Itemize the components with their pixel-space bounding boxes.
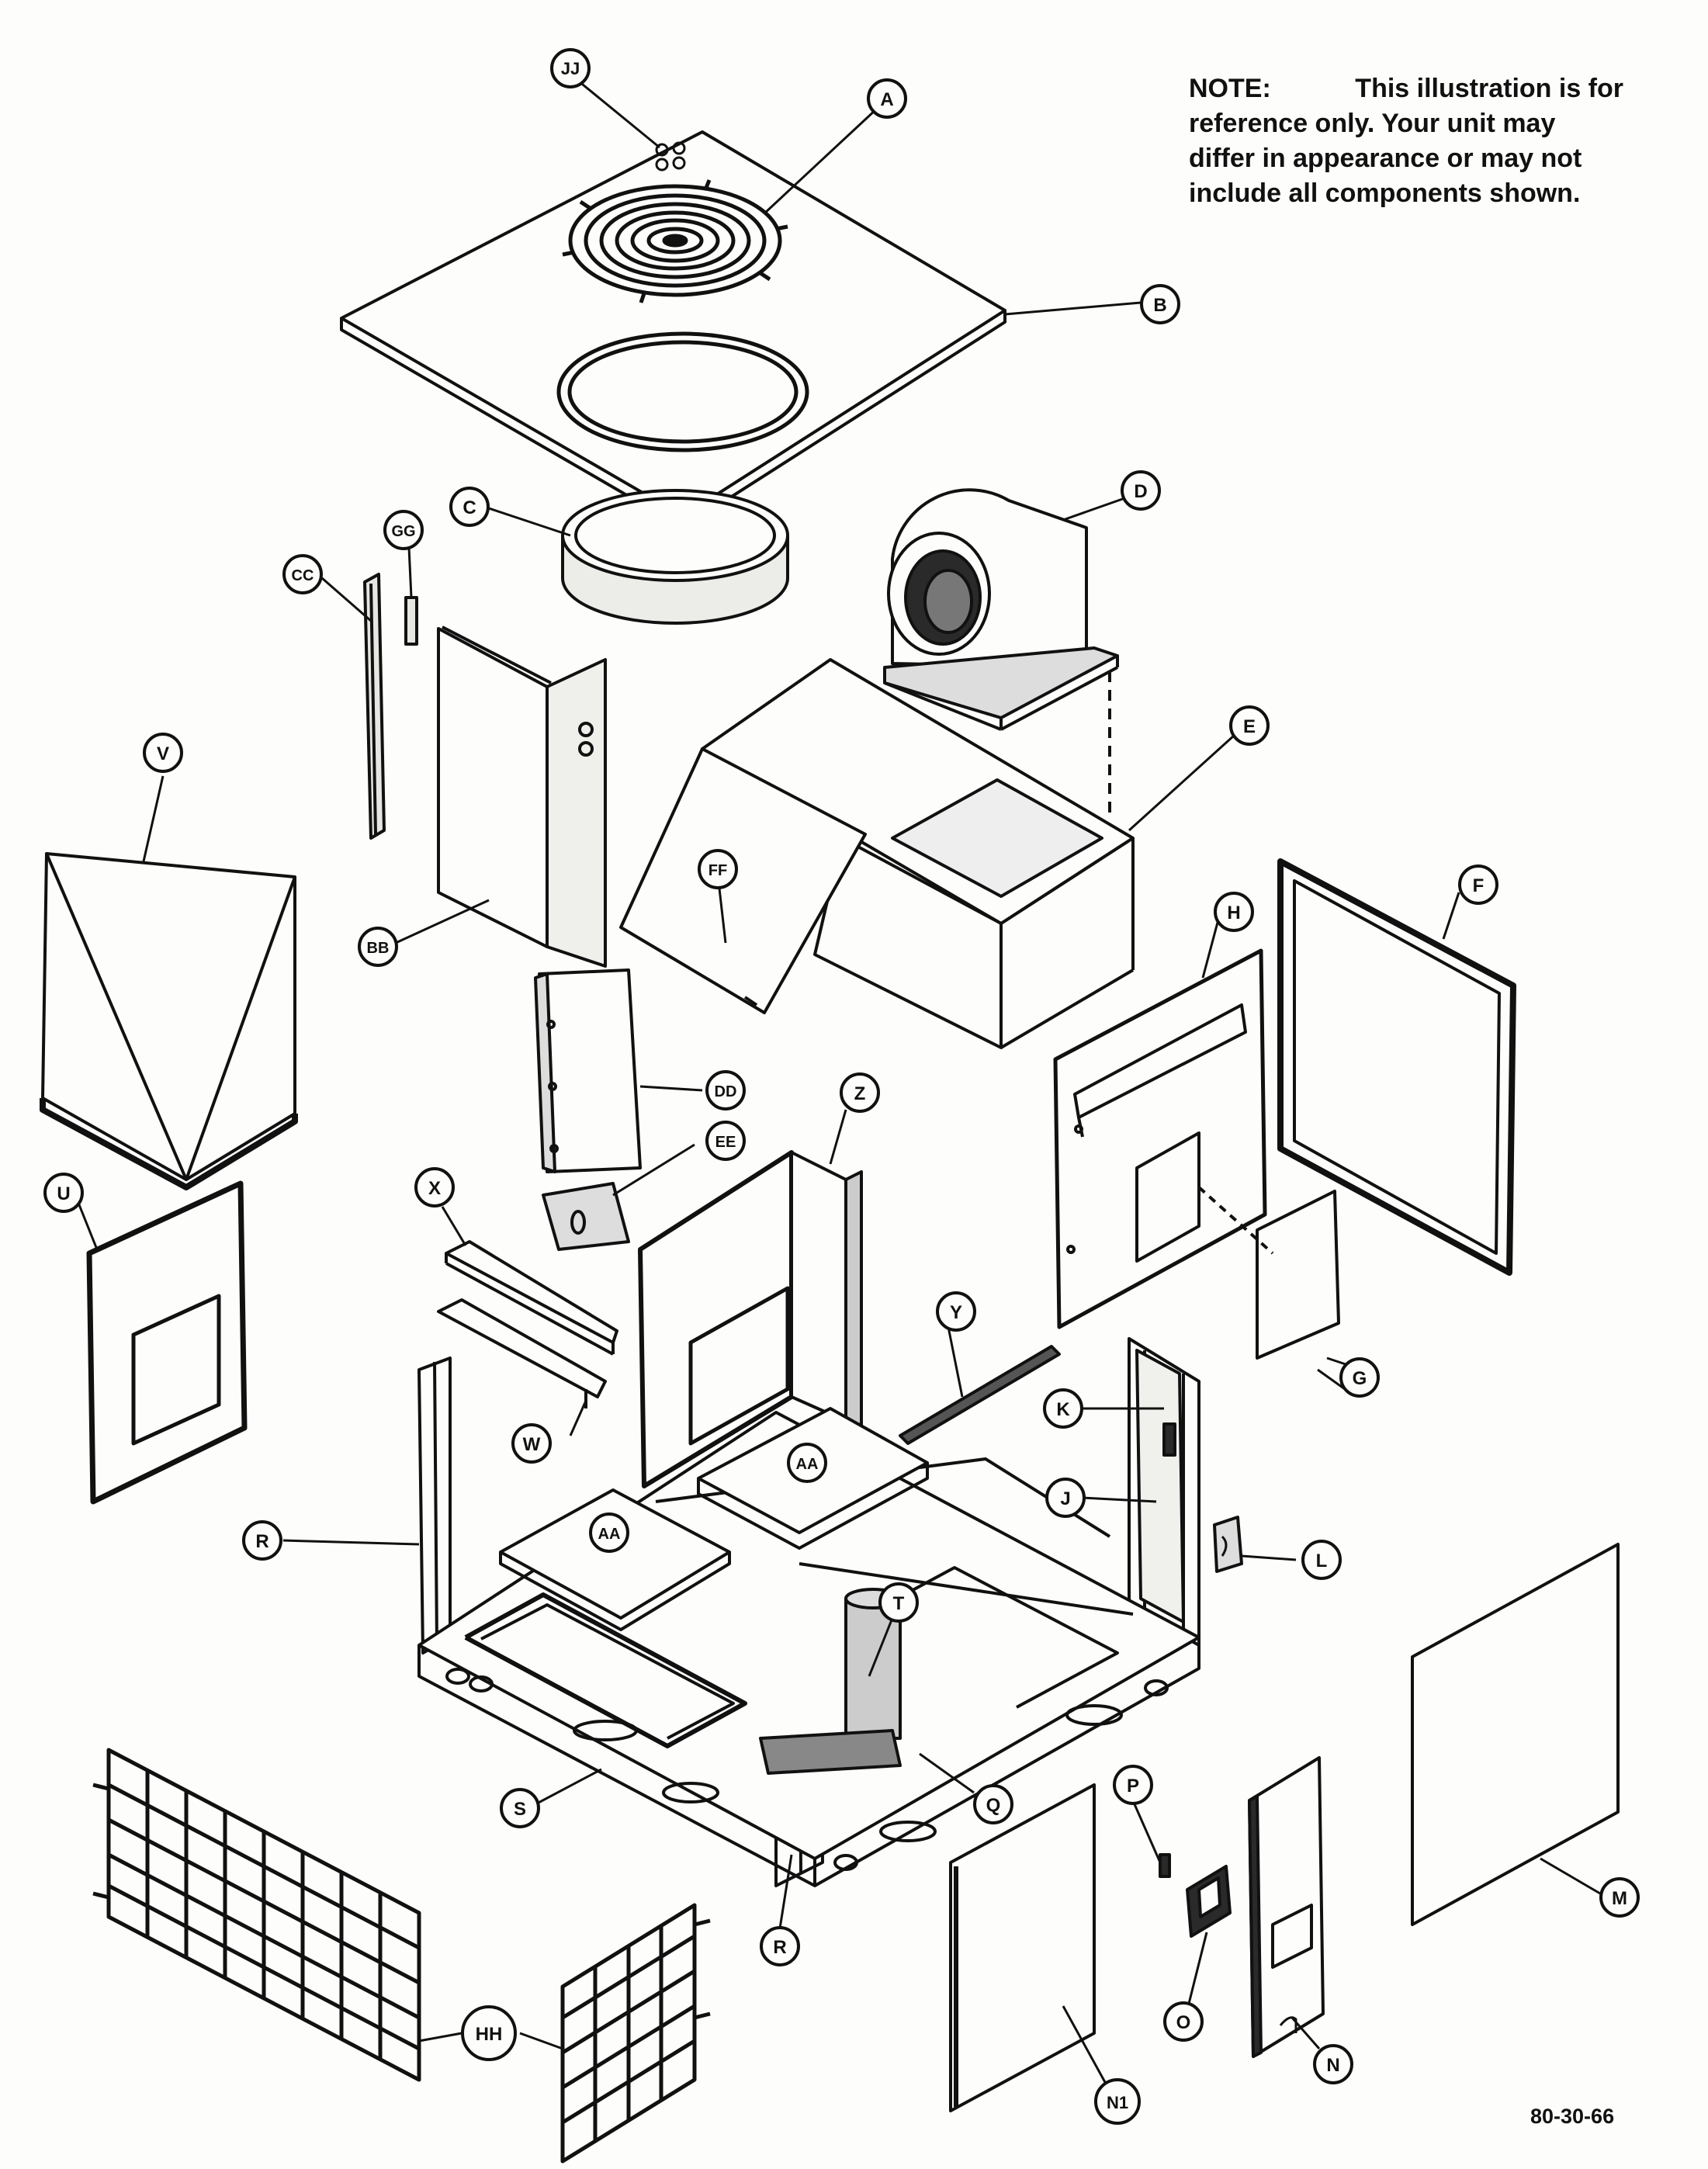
note-line3: differ in appearance or may not [1189, 144, 1582, 173]
callout-hh: HH [476, 2024, 503, 2045]
callout-c: C [463, 497, 476, 518]
callout-jj: JJ [561, 59, 580, 78]
grille-hh-left [92, 1748, 421, 2082]
note-line1: This illustration is for [1355, 74, 1623, 103]
callout-u: U [57, 1183, 70, 1204]
callout-b: B [1153, 295, 1166, 316]
rail-x [445, 1240, 618, 1356]
figure-number: 80-30-66 [1530, 2105, 1615, 2128]
callout-h: H [1227, 903, 1240, 923]
grille-hh-right [560, 1903, 711, 2164]
callout-o: O [1176, 2012, 1191, 2033]
vestibule-panel-z [638, 1150, 863, 1488]
corner-post-cc [363, 573, 386, 840]
callout-m: M [1612, 1888, 1627, 1909]
callout-p: P [1127, 1776, 1139, 1797]
access-panel-n1 [949, 1783, 1096, 2112]
bracket-dd [534, 968, 642, 1173]
partition-panel-bb [437, 625, 607, 968]
callout-g: G [1353, 1368, 1367, 1389]
side-panel-u [86, 1180, 248, 1505]
callout-y: Y [950, 1302, 962, 1323]
callout-q: Q [986, 1795, 1001, 1816]
note-line2: reference only. Your unit may [1189, 109, 1556, 138]
fan-grille [562, 179, 788, 303]
callout-bb: BB [367, 940, 390, 957]
callout-aa-left: AA [598, 1526, 621, 1543]
callout-dd: DD [715, 1083, 737, 1100]
callout-v: V [157, 743, 169, 764]
callout-e: E [1243, 716, 1256, 737]
callout-ee: EE [715, 1134, 736, 1151]
orifice-ring [556, 331, 809, 452]
coil-v [40, 852, 298, 1190]
plate-l [1213, 1516, 1243, 1573]
control-box-j [1135, 1349, 1185, 1623]
callout-z: Z [854, 1083, 866, 1104]
bracket-ee [542, 1182, 630, 1251]
callout-gg: GG [391, 523, 415, 540]
callout-aa-right: AA [796, 1456, 819, 1473]
blower-deck-e [701, 658, 1135, 1049]
rail-w [437, 1298, 607, 1408]
callout-l: L [1316, 1551, 1328, 1571]
callout-x: X [428, 1178, 441, 1199]
callout-ff: FF [708, 862, 727, 879]
callout-cc: CC [292, 567, 314, 584]
callout-j: J [1060, 1488, 1070, 1509]
leader-lines [72, 76, 1601, 2084]
note-line4: include all components shown. [1189, 178, 1581, 208]
switch-p [1159, 1853, 1171, 1878]
callout-d: D [1134, 481, 1147, 502]
top-panel [340, 130, 1006, 529]
callout-t: T [893, 1593, 905, 1614]
callout-a: A [880, 89, 893, 110]
cover-plate-g [1197, 1186, 1340, 1360]
bolt-pair [655, 141, 686, 172]
note-label: NOTE: [1189, 74, 1271, 103]
access-panel-ff [619, 747, 867, 1014]
callout-labels: JJ A B C GG CC D E V BB FF F H DD EE Z U… [57, 59, 1627, 2112]
bracket-gg [404, 596, 418, 646]
callout-s: S [514, 1799, 526, 1820]
rail-y [899, 1345, 1061, 1445]
callout-r-left: R [255, 1531, 268, 1552]
cover-plate-o [1186, 1865, 1232, 1938]
callout-f: F [1473, 875, 1485, 896]
callout-n: N [1326, 2055, 1339, 2076]
callout-k: K [1056, 1399, 1070, 1420]
side-panel-m [1411, 1543, 1620, 1926]
callout-circles [43, 48, 1640, 2125]
note-text: NOTE: This illustration is for reference … [1189, 71, 1623, 211]
callout-n1: N1 [1107, 2093, 1128, 2112]
control-panel-n [1248, 1756, 1325, 2058]
callout-r-front: R [773, 1937, 786, 1958]
cover-panel-aa-left [499, 1488, 731, 1631]
blower-assembly [883, 488, 1119, 731]
coil-panel-h [1053, 948, 1267, 1329]
callout-w: W [523, 1434, 541, 1455]
switch-k [1162, 1422, 1176, 1457]
filter-frame-f [1277, 858, 1516, 1276]
fan-shroud [561, 489, 789, 625]
